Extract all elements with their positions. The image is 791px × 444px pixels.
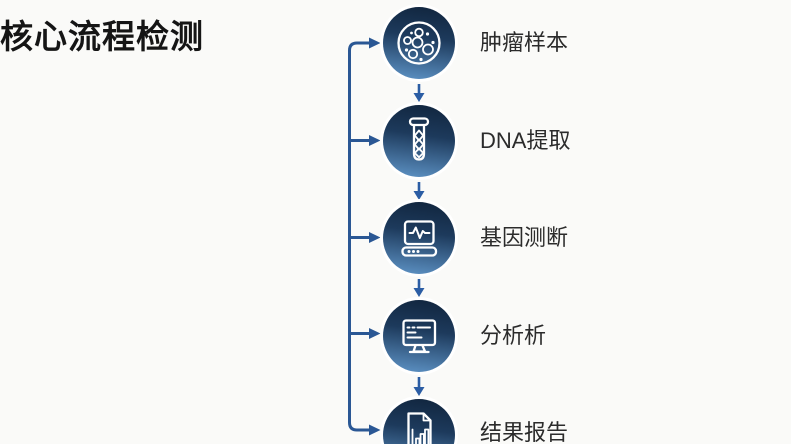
step-label-tumor-sample: 肿瘤样本 [480,30,569,55]
sequencer-machine-icon [401,220,438,257]
bracket-trunk [348,41,371,432]
step-label-gene-sequencing: 基因测断 [480,225,569,250]
step-circle-analysis [383,300,455,372]
report-document-icon [407,412,432,444]
step-label-analysis: 分析析 [480,323,547,348]
step-circle-dna-extraction [383,105,455,177]
dna-test-tube-icon [408,117,430,161]
step-label-result-report: 结果报告 [480,420,569,444]
branch-arrowheads [369,37,381,436]
page-title: 核心流程检测 [0,18,204,55]
step-circle-tumor-sample [383,7,455,79]
analysis-monitor-icon [402,319,437,354]
step-circle-gene-sequencing [383,202,455,274]
step-circle-result-report [383,399,455,444]
petri-dish-cells-icon [397,21,441,65]
step-label-dna-extraction: DNA提取 [480,128,571,153]
